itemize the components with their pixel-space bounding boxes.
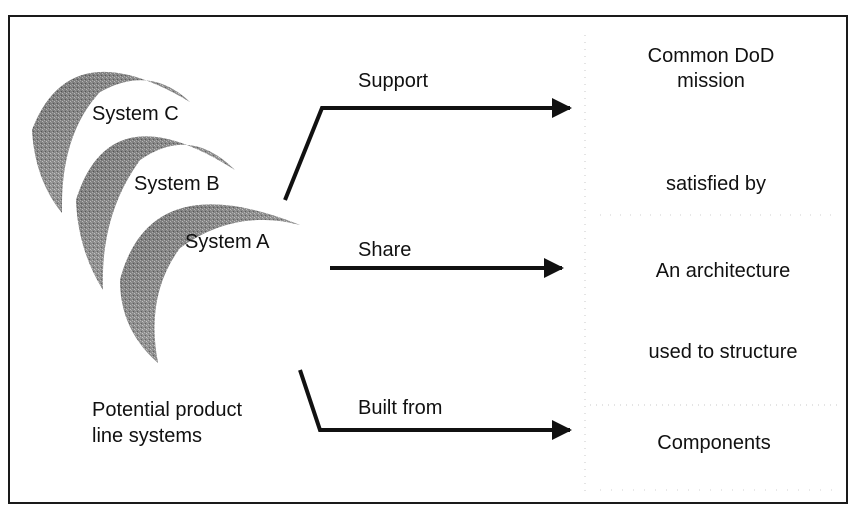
- diagram-frame: [8, 15, 848, 504]
- satisfied-by-label: satisfied by: [665, 173, 767, 195]
- mission-line-1: Common DoD: [647, 45, 775, 67]
- mission-line-2: mission: [677, 70, 745, 92]
- architecture-label: An architecture: [655, 260, 791, 282]
- system-a-label: System A: [185, 231, 270, 253]
- caption-line-systems: line systems: [92, 425, 203, 447]
- built-from-label: Built from: [358, 397, 443, 419]
- used-to-structure-label: used to structure: [648, 341, 798, 363]
- support-label: Support: [358, 70, 429, 92]
- support-arrow: [283, 98, 572, 201]
- components-label: Components: [657, 432, 771, 454]
- system-c-label: System C: [92, 103, 179, 125]
- built-from-arrow: [298, 369, 572, 440]
- caption-potential-product: Potential product: [92, 399, 243, 421]
- system-b-label: System B: [134, 173, 220, 195]
- share-label: Share: [358, 239, 412, 261]
- crescent-system-a: [120, 204, 300, 363]
- crescent-system-c: [32, 71, 190, 213]
- crescent-system-b: [76, 136, 235, 290]
